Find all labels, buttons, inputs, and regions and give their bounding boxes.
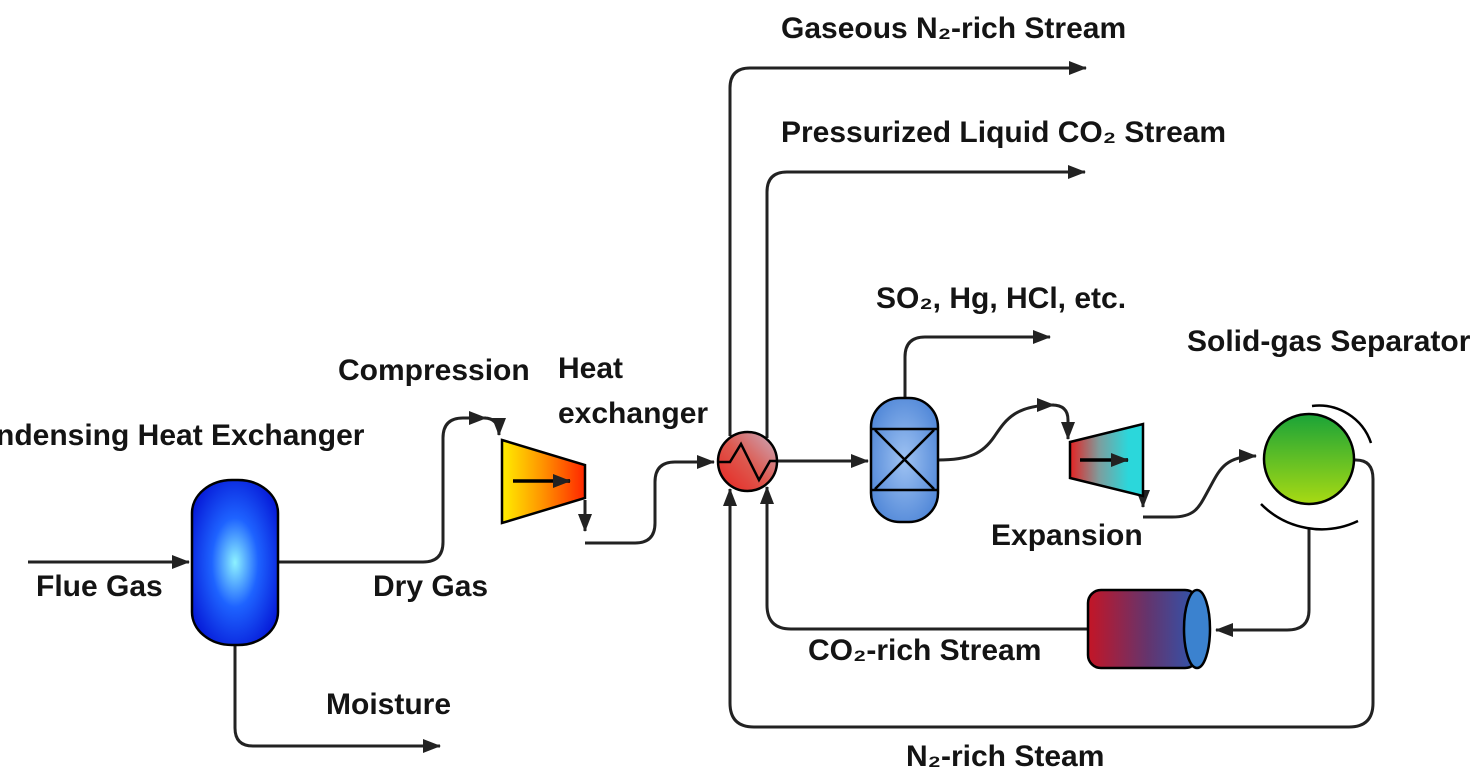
label-dry-gas: Dry Gas [373,570,489,603]
equipment-symbols [190,396,1373,670]
label-flue-gas: Flue Gas [36,570,163,603]
label-n2-rich-steam: N₂-rich Steam [906,740,1105,773]
vessel-packing-icon [872,427,937,492]
pressurized-co2-outlet-line [765,165,1086,438]
dry-gas-line [278,411,487,564]
expander-inlet-drop-arrow [1051,403,1075,440]
condensing-heat-exchanger-symbol [190,478,280,647]
compressor-inlet-drop-arrow [483,416,506,436]
separator-bottom-arc-icon [1260,503,1359,531]
label-pressurized-co2-stream: Pressurized Liquid CO₂ Stream [781,116,1227,149]
solid-gas-separator-symbol [1262,412,1356,506]
label-so2-hg-hcl-stream: SO₂, Hg, HCl, etc. [876,282,1127,315]
vessel-to-expander-line [937,398,1055,462]
co2-stream-drum-symbol [1086,588,1200,670]
label-heat-exchanger: Heat exchanger [558,352,709,430]
moisture-line [233,643,441,753]
expander-to-separator-line [1143,449,1257,519]
compressor-to-heat-exchanger-line [585,455,715,545]
heat-exchanger-zigzag-icon [718,441,777,483]
co2-stream-drum-cap [1182,588,1212,670]
label-compression: Compression [338,354,530,387]
label-moisture: Moisture [326,688,452,721]
label-co2-rich-stream: CO₂-rich Stream [808,634,1042,667]
label-expansion: Expansion [991,519,1143,552]
so2-vent-line [903,330,1051,400]
label-solid-gas-separator: Solid-gas Separator [1187,325,1471,358]
co2-return-line [760,486,1090,631]
separator-to-drum-line [1215,528,1311,637]
label-condensing-heat-exchanger: ndensing Heat Exchanger [0,419,365,452]
stream-lines [28,61,1375,753]
separator-top-arc-icon [1311,404,1373,444]
gaseous-n2-outlet-line [728,61,1087,436]
label-gaseous-n2-stream: Gaseous N₂-rich Stream [781,12,1127,45]
n2-return-line [723,458,1375,729]
